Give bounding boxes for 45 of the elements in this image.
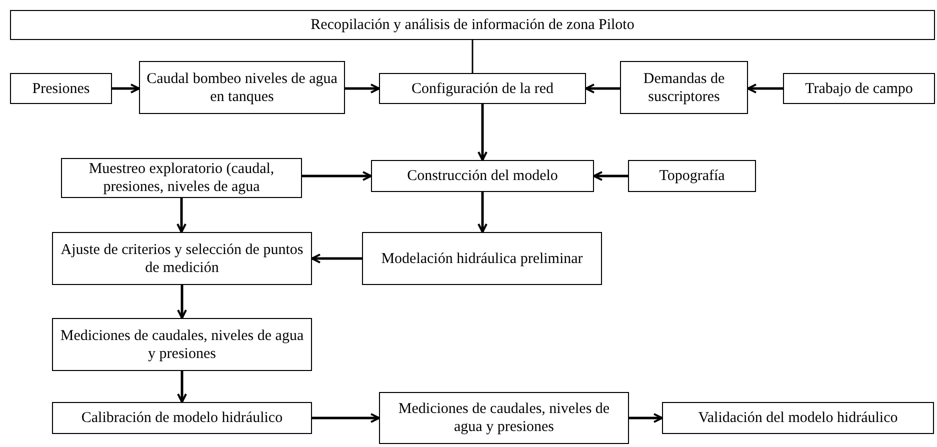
connector-line [472,40,474,73]
arrow [311,254,362,264]
process-box [783,73,935,104]
box-text: Presiones [32,80,90,98]
arrow [176,198,186,233]
arrow [593,171,628,181]
box-text: Trabajo de campo [805,80,913,98]
arrow [177,285,187,319]
box-text: Mediciones de caudales, niveles de agua y presiones [59,326,305,362]
box-text: Ajuste de criterios y selección de puntos de medición [60,240,304,276]
arrow [302,171,372,181]
box-text: Mediciones de caudales, niveles de agua y presiones [397,400,611,436]
box-text: Demandas de suscriptores [642,70,726,106]
arrow [478,104,488,161]
process-box [10,73,112,104]
arrow [629,413,663,423]
process-box [362,232,602,285]
process-box [139,61,345,114]
process-box [620,61,748,114]
box-text: Modelación hidráulica preliminar [381,250,583,268]
box-text: Recopilación y análisis de información de zona Piloto [310,16,634,34]
arrow [177,371,187,403]
arrow [345,84,380,94]
process-box [662,402,934,434]
process-box [52,232,312,285]
arrow [312,413,380,423]
process-box [371,160,594,192]
arrow [585,84,620,94]
arrow [478,192,488,233]
box-text: Caudal bombeo niveles de agua en tanques [146,70,338,106]
header-box [10,10,935,40]
process-box [52,318,312,371]
process-box [379,73,586,104]
process-box [379,392,629,444]
box-text: Topografía [659,167,725,185]
arrow [112,84,140,94]
box-text: Validación del modelo hidráulico [698,409,898,427]
process-box [628,160,756,192]
arrow [747,84,783,94]
process-box [61,158,302,198]
process-box [52,402,312,434]
box-text: Configuración de la red [411,80,554,98]
box-text: Muestreo exploratorio (caudal, presiones, niveles de agua [88,160,276,196]
box-text: Calibración de modelo hidráulico [81,409,283,427]
box-text: Construcción del modelo [407,167,558,185]
